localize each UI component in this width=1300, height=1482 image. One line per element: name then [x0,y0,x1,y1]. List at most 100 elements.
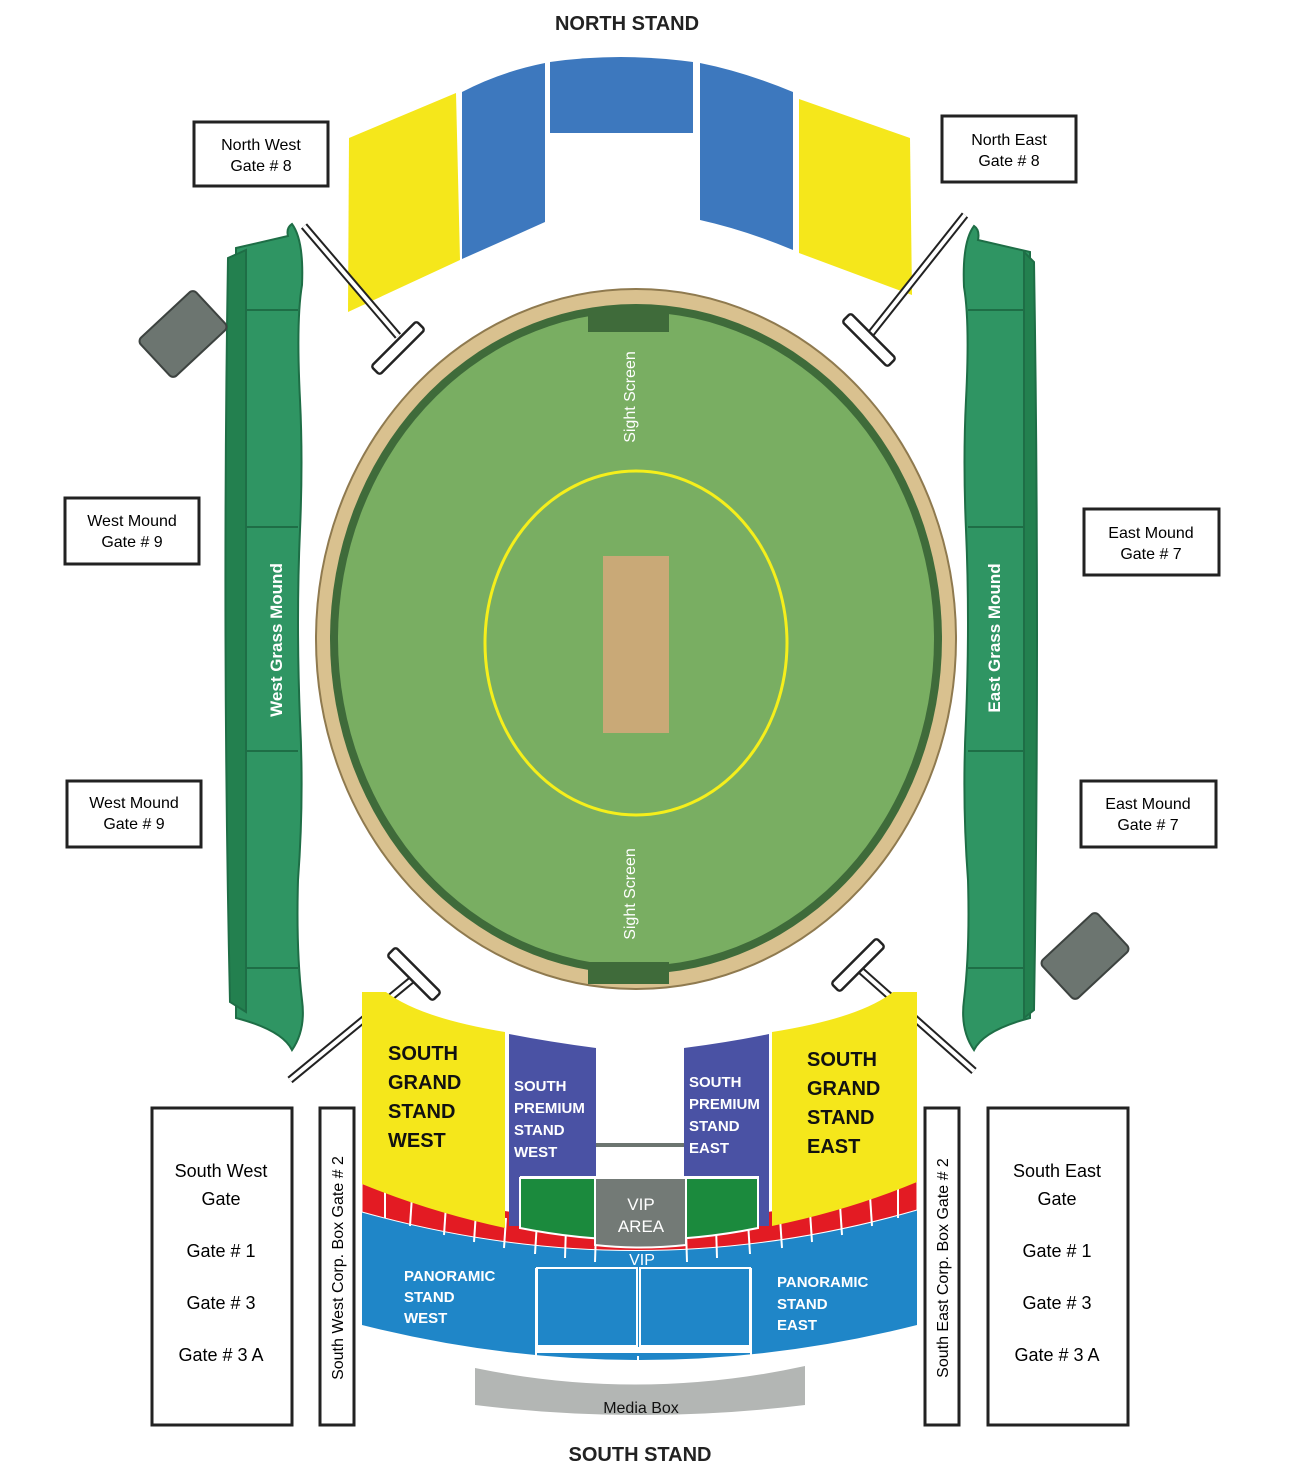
north-stand-blue-west[interactable] [462,63,545,259]
vip-area-line1: VIP [627,1195,654,1214]
vip-area[interactable]: VIP AREA [519,1177,759,1249]
gate-east-mound-2-line1: East Mound [1105,796,1190,813]
gate-se-corp-box-label: South East Corp. Box Gate # 2 [935,1158,952,1378]
gate-south-east-line5: Gate # 3 A [1014,1345,1099,1365]
sight-screen-north-block [588,310,669,332]
gate-west-mound-1[interactable]: West Mound Gate # 9 [63,496,201,566]
gate-east-mound-1-line2: Gate # 7 [1120,546,1181,563]
gate-west-mound-2-line1: West Mound [89,795,179,812]
vip-ring-label: VIP [629,1252,655,1269]
gate-south-east-line4: Gate # 3 [1022,1293,1091,1313]
playing-field: Sight Screen Sight Screen [315,288,957,990]
gate-west-mound-2[interactable]: West Mound Gate # 9 [65,779,203,849]
spsw-line1: SOUTH [514,1078,567,1095]
floodlight-south-west [287,947,441,1084]
sgsw-line4: WEST [388,1130,446,1152]
floodlight-north-west [300,223,425,375]
south-premium-stand-east-area[interactable] [684,1034,769,1226]
vip-area-line2: AREA [618,1217,665,1236]
gate-west-mound-1-line1: West Mound [87,513,177,530]
south-grand-stand-east-label: SOUTH GRAND STAND EAST [807,1049,880,1158]
spse-line4: EAST [689,1140,729,1157]
south-grand-stand-west-label: SOUTH GRAND STAND WEST [388,1043,461,1152]
gate-north-west-line1: North West [221,137,301,154]
north-stand-blue-east[interactable] [700,63,793,250]
panoramic-seat-block-1[interactable] [536,1267,638,1347]
gate-south-west-line4: Gate # 3 [186,1293,255,1313]
sgsw-line2: GRAND [388,1072,461,1094]
north-stand-yellow-west[interactable] [348,93,460,312]
gate-east-mound-2-line2: Gate # 7 [1117,817,1178,834]
spse-line3: STAND [689,1118,740,1135]
floodlight-north-east [842,212,969,367]
panoramic-stand-west-label: PANORAMIC STAND WEST [404,1268,496,1327]
gate-south-east[interactable]: South East Gate Gate # 1 Gate # 3 Gate #… [986,1106,1130,1427]
gate-south-west-line1: South West [175,1161,268,1181]
south-premium-stand-west-area[interactable] [509,1034,596,1226]
north-stand-title: NORTH STAND [555,13,699,35]
south-premium-stand-west-label: SOUTH PREMIUM STAND WEST [514,1078,585,1161]
gate-sw-corp-box-label: South West Corp. Box Gate # 2 [330,1156,347,1380]
sgse-line1: SOUTH [807,1049,877,1071]
sight-screen-south-block [588,962,669,984]
psw-line3: WEST [404,1310,447,1327]
west-entry-block [138,290,228,378]
gate-west-mound-1-line2: Gate # 9 [101,534,162,551]
gate-east-mound-2[interactable]: East Mound Gate # 7 [1079,779,1218,849]
east-grass-mound-label: East Grass Mound [985,563,1004,712]
gate-south-west-line3: Gate # 1 [186,1241,255,1261]
spse-line2: PREMIUM [689,1096,760,1113]
gate-south-west-corp-box[interactable]: South West Corp. Box Gate # 2 [318,1106,356,1427]
gate-north-west[interactable]: North West Gate # 8 [192,120,330,188]
spse-line1: SOUTH [689,1074,742,1091]
north-stand-yellow-east[interactable] [799,99,912,295]
inner-circle [483,469,789,817]
spsw-line2: PREMIUM [514,1100,585,1117]
east-entry-block [1040,912,1130,1000]
gate-east-mound-1-line1: East Mound [1108,525,1193,542]
south-stand-title: SOUTH STAND [569,1444,712,1466]
spsw-line3: STAND [514,1122,565,1139]
gate-south-west[interactable]: South West Gate Gate # 1 Gate # 3 Gate #… [150,1106,294,1427]
pse-line2: STAND [777,1296,828,1313]
south-grand-stand-east-area[interactable] [772,992,917,1226]
gate-west-mound-2-line2: Gate # 9 [103,816,164,833]
pse-line3: EAST [777,1317,817,1334]
gate-south-east-corp-box[interactable]: South East Corp. Box Gate # 2 [923,1106,961,1427]
south-premium-stand-east-label: SOUTH PREMIUM STAND EAST [689,1074,760,1157]
media-box[interactable]: Media Box [475,1366,805,1417]
psw-line2: STAND [404,1289,455,1306]
gate-north-east-line1: North East [971,132,1047,149]
south-grand-stand-west-area[interactable] [362,992,505,1228]
sgse-line4: EAST [807,1136,860,1158]
gate-south-east-line1: South East [1013,1161,1101,1181]
west-grass-mound-label: West Grass Mound [267,563,286,717]
sgse-line2: GRAND [807,1078,880,1100]
gate-north-west-line2: Gate # 8 [230,158,291,175]
media-box-label: Media Box [603,1400,679,1417]
north-stand[interactable] [348,57,912,312]
spsw-line4: WEST [514,1144,557,1161]
sight-screen-north-label: Sight Screen [622,351,639,443]
gate-south-east-line3: Gate # 1 [1022,1241,1091,1261]
gate-east-mound-1[interactable]: East Mound Gate # 7 [1082,507,1221,577]
west-grass-mound[interactable]: West Grass Mound [224,222,304,1052]
gate-south-east-line2: Gate [1037,1189,1076,1209]
gate-south-west-line5: Gate # 3 A [178,1345,263,1365]
gate-north-east-line2: Gate # 8 [978,153,1039,170]
panoramic-stand[interactable] [362,1210,917,1378]
sgsw-line3: STAND [388,1101,455,1123]
panoramic-stand-east-label: PANORAMIC STAND EAST [777,1274,869,1334]
gate-south-west-line2: Gate [201,1189,240,1209]
psw-line1: PANORAMIC [404,1268,496,1285]
pse-line1: PANORAMIC [777,1274,869,1291]
pitch [603,556,669,733]
east-grass-mound[interactable]: East Grass Mound [962,224,1038,1052]
gate-north-east[interactable]: North East Gate # 8 [940,114,1078,184]
sgse-line3: STAND [807,1107,874,1129]
sight-screen-south-label: Sight Screen [622,848,639,940]
panoramic-seat-block-2[interactable] [639,1267,751,1347]
sgsw-line1: SOUTH [388,1043,458,1065]
north-stand-blue-centre[interactable] [550,57,693,133]
